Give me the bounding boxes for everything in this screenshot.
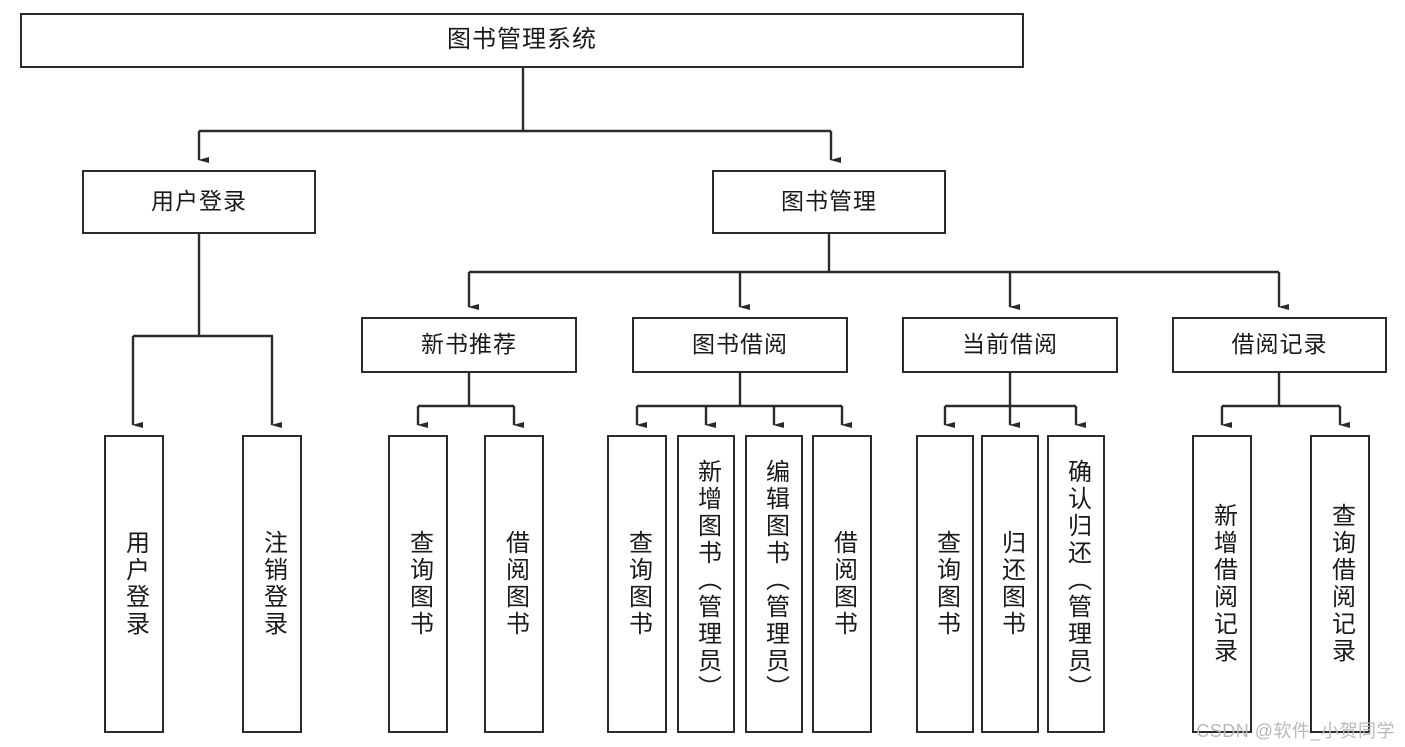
leaf-label: 编辑图书（管理员） [761, 459, 789, 702]
node-new-book-recommend[interactable]: 新书推荐 [361, 317, 577, 373]
node-borrow-record[interactable]: 借阅记录 [1172, 317, 1387, 373]
leaf-label: 查询图书 [405, 530, 433, 638]
leaf-user-login-login[interactable]: 用户登录 [104, 435, 164, 733]
watermark-text: CSDN @软件_小贺同学 [1196, 721, 1395, 741]
node-current-borrow[interactable]: 当前借阅 [902, 317, 1118, 373]
leaf-label: 新增图书（管理员） [693, 459, 721, 702]
leaf-current-borrow-confirm-return-admin[interactable]: 确认归还（管理员） [1047, 435, 1105, 733]
leaf-new-book-borrow-book[interactable]: 借阅图书 [484, 435, 544, 733]
leaf-label: 查询图书 [932, 530, 960, 638]
leaf-current-borrow-return-book[interactable]: 归还图书 [981, 435, 1039, 733]
leaf-label: 用户登录 [121, 530, 149, 638]
leaf-label: 确认归还（管理员） [1063, 459, 1091, 702]
leaf-current-borrow-query-book[interactable]: 查询图书 [916, 435, 974, 733]
leaf-book-borrow-borrow-book[interactable]: 借阅图书 [812, 435, 872, 733]
leaf-label: 借阅图书 [501, 530, 529, 638]
leaf-book-borrow-query-book[interactable]: 查询图书 [607, 435, 667, 733]
node-book-management[interactable]: 图书管理 [712, 170, 946, 234]
leaf-user-login-logout[interactable]: 注销登录 [242, 435, 302, 733]
leaf-borrow-record-add-record[interactable]: 新增借阅记录 [1192, 435, 1252, 733]
leaf-book-borrow-edit-book-admin[interactable]: 编辑图书（管理员） [745, 435, 803, 733]
node-book-borrow[interactable]: 图书借阅 [632, 317, 848, 373]
leaf-label: 查询借阅记录 [1327, 503, 1355, 665]
leaf-label: 新增借阅记录 [1209, 503, 1237, 665]
leaf-label: 注销登录 [259, 530, 287, 638]
leaf-label: 查询图书 [624, 530, 652, 638]
leaf-new-book-query-book[interactable]: 查询图书 [388, 435, 448, 733]
node-user-login[interactable]: 用户登录 [82, 170, 316, 234]
node-root-system[interactable]: 图书管理系统 [20, 13, 1024, 68]
leaf-label: 借阅图书 [829, 530, 857, 638]
leaf-label: 归还图书 [997, 530, 1025, 638]
leaf-book-borrow-add-book-admin[interactable]: 新增图书（管理员） [677, 435, 735, 733]
leaf-borrow-record-query-record[interactable]: 查询借阅记录 [1310, 435, 1370, 733]
